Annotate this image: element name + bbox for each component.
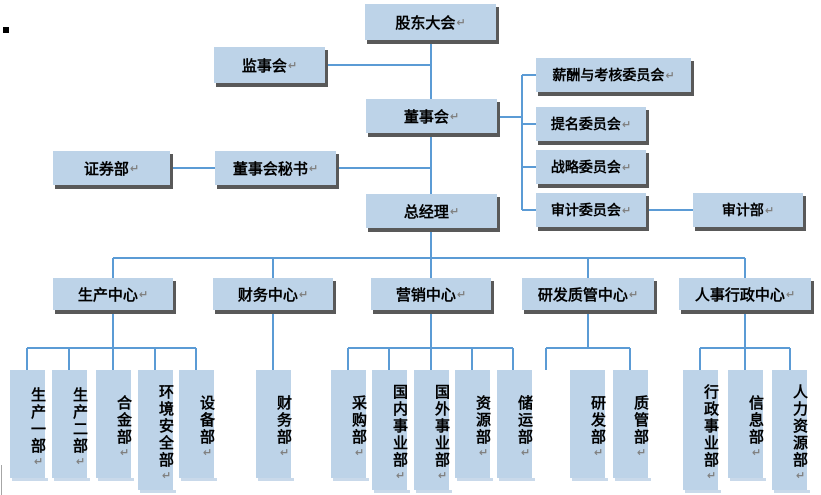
node-admin-business-dept[interactable]: 行政事业部 ↵ [683, 370, 721, 493]
bullet-marker [3, 27, 9, 33]
pilcrow-mark: ↵ [278, 446, 290, 459]
node-label: 监事会 [241, 57, 287, 75]
node-domestic-business-dept[interactable]: 国内事业部 ↵ [372, 370, 410, 493]
pilcrow-mark: ↵ [621, 118, 632, 131]
node-general-manager[interactable]: 总经理 ↵ [366, 194, 500, 232]
node-label: 国外事业部 [433, 384, 450, 469]
pilcrow-mark: ↵ [635, 446, 647, 459]
node-label: 环境安全部 [157, 384, 174, 469]
node-information-dept[interactable]: 信息部 ↵ [728, 370, 766, 481]
node-quality-dept[interactable]: 质管部 ↵ [613, 370, 651, 481]
node-label: 薪酬与考核委员会 [552, 67, 665, 83]
node-shareholders-meeting[interactable]: 股东大会 ↵ [365, 4, 499, 44]
pilcrow-mark: ↵ [129, 162, 140, 175]
pilcrow-mark: ↵ [592, 446, 604, 459]
node-strategy-committee[interactable]: 战略委员会 ↵ [536, 150, 649, 188]
node-label: 资源部 [474, 395, 491, 446]
pilcrow-mark: ↵ [456, 16, 466, 29]
node-label: 董事会秘书 [232, 160, 308, 178]
node-equipment-dept[interactable]: 设备部 ↵ [179, 370, 217, 481]
node-board-of-directors[interactable]: 董事会 ↵ [366, 99, 500, 137]
node-nomination-committee[interactable]: 提名委员会 ↵ [536, 107, 649, 145]
node-label: 生产一部 [29, 386, 46, 455]
node-human-resources-dept[interactable]: 人力资源部 ↵ [772, 370, 810, 493]
node-production-dept-2[interactable]: 生产二部 ↵ [52, 370, 90, 481]
node-hr-admin-center[interactable]: 人事行政中心 ↵ [679, 278, 814, 314]
pilcrow-mark: ↵ [628, 288, 639, 301]
node-marketing-center[interactable]: 营销中心 ↵ [371, 278, 494, 314]
pilcrow-mark: ↵ [477, 446, 489, 459]
node-label: 生产中心 [77, 286, 138, 304]
node-rd-dept[interactable]: 研发部 ↵ [570, 370, 608, 481]
pilcrow-mark: ↵ [449, 205, 460, 218]
node-overseas-business-dept[interactable]: 国外事业部 ↵ [414, 370, 452, 493]
node-alloy-dept[interactable]: 合金部 ↵ [96, 370, 134, 481]
pilcrow-mark: ↵ [201, 446, 213, 459]
pilcrow-mark: ↵ [394, 469, 406, 482]
node-label: 证券部 [83, 160, 129, 178]
node-label: 行政事业部 [702, 384, 719, 469]
node-label: 信息部 [747, 395, 764, 446]
node-label: 合金部 [115, 395, 132, 446]
pilcrow-mark: ↵ [705, 469, 717, 482]
node-audit-department[interactable]: 审计部 ↵ [693, 193, 806, 231]
node-production-dept-1[interactable]: 生产一部 ↵ [10, 370, 48, 481]
pilcrow-mark: ↵ [794, 469, 806, 482]
pilcrow-mark: ↵ [32, 454, 44, 468]
node-finance-dept[interactable]: 财务部 ↵ [256, 370, 294, 481]
pilcrow-mark: ↵ [118, 446, 130, 459]
node-label: 总经理 [403, 203, 449, 221]
pilcrow-mark: ↵ [138, 288, 149, 301]
node-label: 股东大会 [395, 14, 456, 32]
node-securities-department[interactable]: 证券部 ↵ [53, 151, 173, 189]
node-label: 质管部 [632, 395, 649, 446]
node-production-center[interactable]: 生产中心 ↵ [53, 278, 176, 314]
node-label: 研发质管中心 [537, 286, 628, 304]
node-board-of-supervisors[interactable]: 监事会 ↵ [214, 47, 328, 87]
pilcrow-mark: ↵ [665, 69, 675, 82]
pilcrow-mark: ↵ [436, 469, 448, 482]
pilcrow-mark: ↵ [456, 288, 467, 301]
node-label: 审计部 [721, 202, 764, 218]
node-label: 战略委员会 [550, 159, 621, 175]
pilcrow-mark: ↵ [449, 110, 460, 123]
node-label: 储运部 [516, 395, 533, 446]
node-label: 董事会 [403, 108, 449, 126]
node-purchasing-dept[interactable]: 采购部 ↵ [331, 370, 369, 481]
pilcrow-mark: ↵ [298, 288, 309, 301]
node-label: 审计委员会 [550, 202, 621, 218]
textbox-frame-edge [1, 465, 2, 495]
node-finance-center[interactable]: 财务中心 ↵ [213, 278, 336, 314]
node-label: 国内事业部 [391, 384, 408, 469]
node-label: 采购部 [350, 395, 367, 446]
node-label: 人力资源部 [791, 384, 808, 469]
node-resources-dept[interactable]: 资源部 ↵ [455, 370, 493, 481]
node-label: 人事行政中心 [694, 286, 785, 304]
pilcrow-mark: ↵ [621, 161, 632, 174]
node-storage-transport-dept[interactable]: 储运部 ↵ [497, 370, 535, 481]
node-label: 财务中心 [237, 286, 298, 304]
node-board-secretary[interactable]: 董事会秘书 ↵ [215, 151, 339, 189]
pilcrow-mark: ↵ [160, 469, 172, 482]
pilcrow-mark: ↵ [353, 446, 365, 459]
node-rd-quality-center[interactable]: 研发质管中心 ↵ [522, 278, 657, 314]
pilcrow-mark: ↵ [621, 204, 632, 217]
pilcrow-mark: ↵ [764, 204, 775, 217]
node-environment-safety-dept[interactable]: 环境安全部 ↵ [138, 370, 176, 493]
node-label: 设备部 [198, 395, 215, 446]
node-label: 提名委员会 [550, 116, 621, 132]
pilcrow-mark: ↵ [308, 162, 319, 175]
pilcrow-mark: ↵ [287, 59, 298, 72]
node-label: 财务部 [275, 395, 292, 446]
pilcrow-mark: ↵ [750, 446, 762, 459]
node-label: 营销中心 [395, 286, 456, 304]
node-label: 生产二部 [71, 386, 88, 455]
pilcrow-mark: ↵ [74, 454, 86, 468]
node-audit-committee[interactable]: 审计委员会 ↵ [536, 193, 649, 231]
pilcrow-mark: ↵ [519, 446, 531, 459]
node-compensation-committee[interactable]: 薪酬与考核委员会 ↵ [536, 58, 694, 96]
node-label: 研发部 [589, 395, 606, 446]
pilcrow-mark: ↵ [785, 288, 796, 301]
